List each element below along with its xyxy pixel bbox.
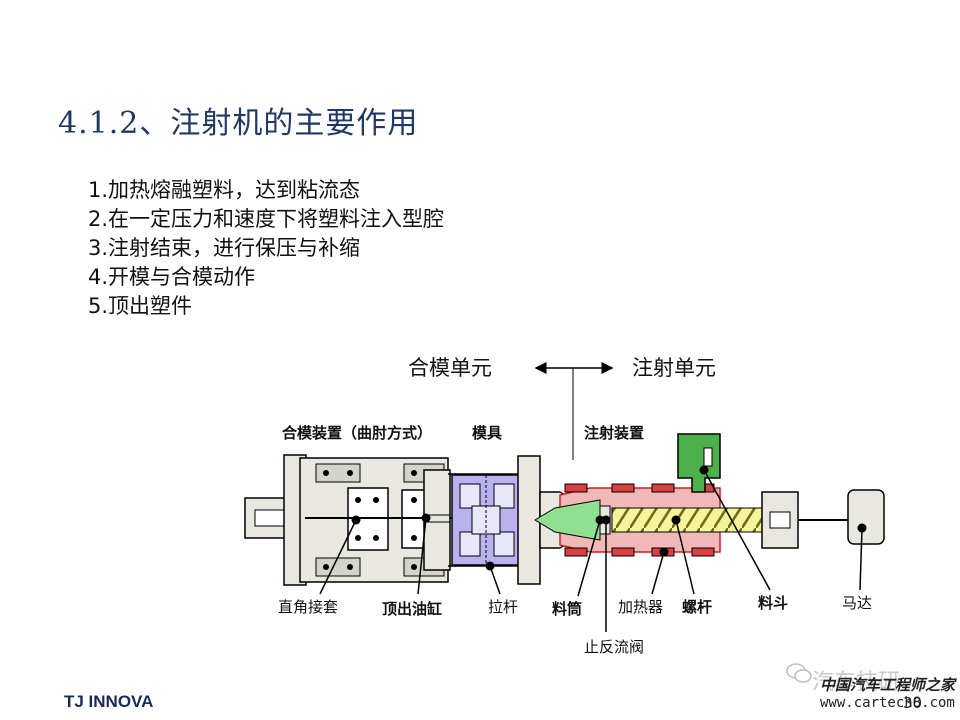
screw: [611, 507, 763, 533]
barrel-label: 料筒: [552, 600, 583, 618]
watermark-line2: 中国汽车工程师之家: [820, 676, 956, 694]
hopper-label: 料斗: [758, 594, 789, 612]
list-item: 1.加热熔融塑料，达到粘流态: [88, 178, 361, 202]
function-list: 1.加热熔融塑料，达到粘流态 2.在一定压力和速度下将塑料注入型腔 3.注射结束…: [88, 176, 444, 321]
watermark-line3: www.cartech8.com: [820, 695, 955, 711]
wechat-icon: [786, 663, 812, 683]
unit-left-label: 合模单元: [408, 356, 492, 380]
hopper: [677, 433, 721, 493]
injection-device-label: 注射装置: [584, 424, 645, 442]
motor: [847, 489, 885, 545]
mold-label: 模具: [472, 424, 503, 442]
list-item: 3.注射结束，进行保压与补缩: [88, 236, 361, 260]
watermark-line1: 汽车技研: [812, 670, 901, 695]
list-item: 5.顶出塑件: [88, 294, 193, 318]
unit-right-label: 注射单元: [632, 356, 716, 380]
page-number: 30: [903, 694, 923, 712]
motor-label: 马达: [842, 594, 873, 612]
check-valve: [599, 505, 611, 535]
list-item: 2.在一定压力和速度下将塑料注入型腔: [88, 207, 445, 231]
slide-title: 4.1.2、注射机的主要作用: [58, 106, 419, 141]
elbow-sleeve-label: 直角接套: [278, 598, 339, 616]
list-item: 4.开模与合模动作: [88, 265, 256, 289]
heater-label: 加热器: [618, 598, 664, 616]
moving-platen: [423, 469, 451, 571]
clamp-device-label: 合模装置（曲肘方式）: [282, 424, 433, 442]
check-valve-label: 止反流阀: [584, 638, 645, 656]
ejector-cylinder-label: 顶出油缸: [382, 600, 443, 618]
footer-brand: TJ INNOVA: [64, 692, 154, 711]
tie-bar-label: 拉杆: [488, 598, 519, 616]
screw-label: 螺杆: [682, 598, 713, 616]
